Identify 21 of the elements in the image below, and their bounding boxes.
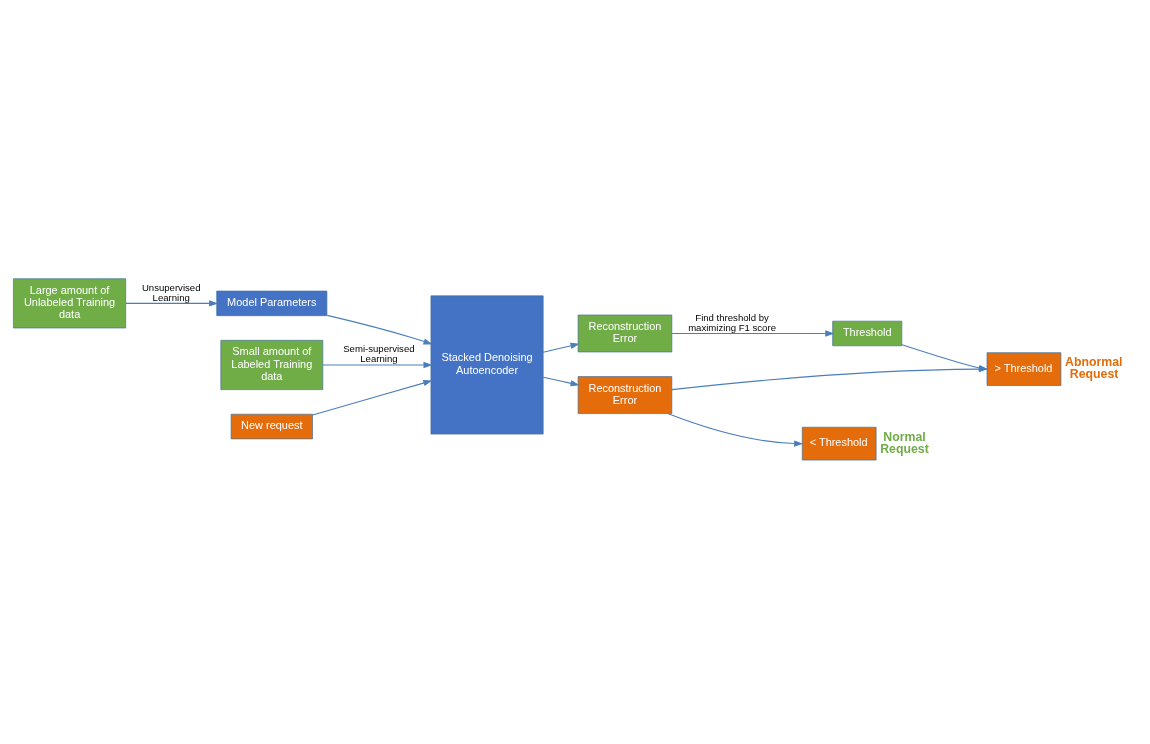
arrow [312, 379, 433, 416]
node-box: Model Parameters [216, 290, 328, 316]
arrow [326, 314, 433, 344]
arrow [322, 361, 433, 368]
arrow [542, 342, 580, 353]
node-box: Small amount of Labeled Training data [220, 339, 324, 390]
node-box: Stacked Denoising Autoencoder [430, 295, 544, 434]
node-box: Reconstruction Error [577, 375, 673, 414]
node-box: New request [230, 413, 313, 439]
arrow [667, 412, 804, 447]
edge-label: Find threshold by maximizing F1 score [688, 311, 776, 333]
edge-label: Semi-supervised Learning [343, 342, 415, 364]
edge-label: Unsupervised Learning [141, 281, 201, 303]
node-box: Threshold [832, 320, 903, 346]
arrow [125, 299, 219, 307]
node-box: Reconstruction Error [577, 314, 673, 352]
node-box: Large amount of Unlabeled Training data [13, 277, 127, 328]
node-label: Normal Request [880, 429, 929, 456]
node-label: Abnormal Request [1065, 354, 1123, 381]
arrow [671, 329, 835, 337]
arrow [542, 376, 580, 386]
